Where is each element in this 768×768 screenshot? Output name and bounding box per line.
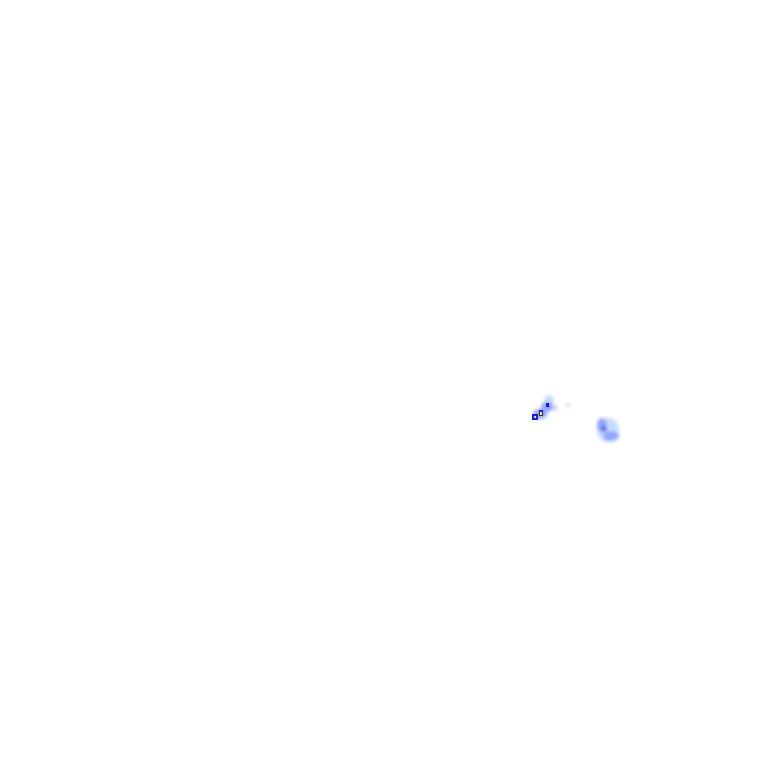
echo-cell xyxy=(552,405,558,411)
echo-cell xyxy=(601,426,607,432)
echo-core xyxy=(540,412,542,415)
echo-cell xyxy=(603,431,619,441)
echo-cluster-west xyxy=(533,395,570,419)
echo-core xyxy=(546,403,549,407)
echo-core xyxy=(534,416,536,418)
echo-cores xyxy=(532,403,549,420)
echo-cell xyxy=(566,403,570,407)
echo-cluster-east xyxy=(597,418,619,442)
